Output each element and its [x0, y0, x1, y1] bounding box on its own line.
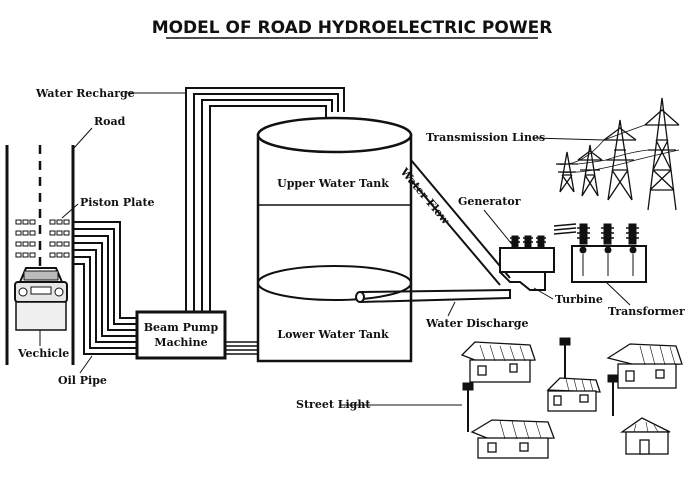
beam-pump-label-2: Machine [154, 336, 207, 349]
road-label: Road [94, 115, 126, 128]
oil-pipe-leader [80, 356, 92, 373]
beam-pump-machine: Beam Pump Machine [137, 312, 225, 358]
water-discharge-label: Water Discharge [425, 317, 528, 330]
turbine-label: Turbine [555, 293, 603, 306]
piston-plate-label: Piston Plate [80, 196, 155, 209]
generator [500, 236, 554, 290]
oil-pipe-label: Oil Pipe [58, 374, 107, 387]
transformer-label: Transformer [608, 305, 685, 318]
transmission-lines-label: Transmission Lines [426, 131, 545, 144]
transformer-leader [606, 282, 630, 305]
water-tank [258, 118, 411, 361]
piston-plate-leader [62, 204, 78, 218]
water-recharge-label: Water Recharge [35, 87, 135, 100]
lower-tank-label: Lower Water Tank [277, 328, 389, 341]
transmission-towers [556, 98, 679, 210]
pump-to-tank-pipes [225, 342, 258, 354]
generator-transformer-wires [554, 224, 576, 234]
vehicle [15, 268, 67, 330]
houses [462, 342, 682, 458]
upper-tank-label: Upper Water Tank [277, 177, 389, 190]
water-flow-chute [411, 160, 510, 285]
generator-leader [484, 210, 515, 248]
transformer [572, 224, 646, 282]
discharge-leader [448, 302, 455, 316]
generator-label: Generator [458, 195, 521, 208]
oil-pipes [73, 222, 137, 354]
road-leader [74, 128, 92, 148]
piston-plates [16, 220, 69, 257]
beam-pump-label-1: Beam Pump [144, 321, 219, 334]
vehicle-label: Vechicle [17, 347, 69, 360]
diagram-title: MODEL OF ROAD HYDROELECTRIC POWER [152, 18, 553, 38]
